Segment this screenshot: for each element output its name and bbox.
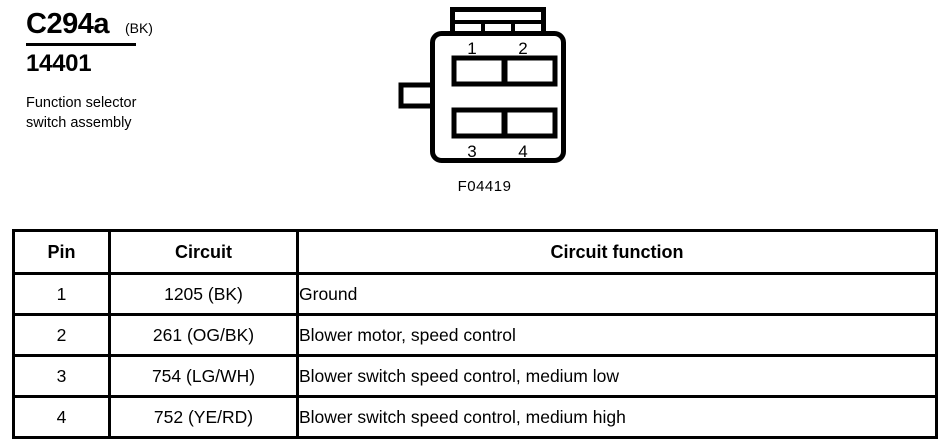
- table-header: Pin Circuit Circuit function: [12, 229, 938, 275]
- pin-label-3: 3: [467, 142, 476, 161]
- pin-cavity-3: [451, 107, 507, 139]
- connector-diagram: 1 2 3 4 F04419: [392, 2, 577, 202]
- column-header-circuit: Circuit: [108, 229, 299, 275]
- cell-circuit-function: Blower switch speed control, medium low: [296, 354, 938, 398]
- pin-cavity-2: [502, 55, 558, 87]
- column-header-circuit-function: Circuit function: [296, 229, 938, 275]
- pin-assignment-table: Pin Circuit Circuit function 1 1205 (BK)…: [12, 229, 938, 439]
- column-header-pin: Pin: [12, 229, 111, 275]
- cell-pin: 3: [12, 354, 111, 398]
- connector-code-label: F04419: [457, 178, 512, 195]
- connector-header: C294a (BK) 14401 Function selector switc…: [26, 8, 356, 133]
- connector-left-tab: [398, 82, 437, 109]
- pin-label-4: 4: [518, 142, 527, 161]
- cell-circuit-function: Blower motor, speed control: [296, 313, 938, 357]
- cell-circuit: 754 (LG/WH): [108, 354, 299, 398]
- cell-pin: 1: [12, 272, 111, 316]
- header-underline: [26, 43, 136, 46]
- pin-cavity-4: [502, 107, 558, 139]
- table-row: 3 754 (LG/WH) Blower switch speed contro…: [12, 354, 938, 398]
- cell-circuit: 1205 (BK): [108, 272, 299, 316]
- part-number: 14401: [26, 50, 92, 77]
- connector-face-view: 1 2 3 4: [398, 7, 566, 163]
- cell-pin: 2: [12, 313, 111, 357]
- component-description-line2: switch assembly: [26, 115, 132, 131]
- table-row: 2 261 (OG/BK) Blower motor, speed contro…: [12, 313, 938, 357]
- pin-cavity-1: [451, 55, 507, 87]
- cell-circuit: 752 (YE/RD): [108, 395, 299, 439]
- connector-id: C294a: [26, 8, 109, 40]
- table-header-row: Pin Circuit Circuit function: [12, 229, 938, 275]
- table-row: 1 1205 (BK) Ground: [12, 272, 938, 316]
- connector-color-code: (BK): [124, 20, 153, 36]
- component-description-line1: Function selector: [26, 95, 137, 111]
- table-row: 4 752 (YE/RD) Blower switch speed contro…: [12, 395, 938, 439]
- pin-label-1: 1: [467, 39, 476, 58]
- table-body: 1 1205 (BK) Ground 2 261 (OG/BK) Blower …: [12, 272, 938, 439]
- cell-circuit: 261 (OG/BK): [108, 313, 299, 357]
- cell-circuit-function: Ground: [296, 272, 938, 316]
- cell-pin: 4: [12, 395, 111, 439]
- cell-circuit-function: Blower switch speed control, medium high: [296, 395, 938, 439]
- component-description: Function selector switch assembly: [26, 93, 356, 133]
- connector-id-row: C294a (BK): [26, 8, 356, 42]
- pin-label-2: 2: [518, 39, 527, 58]
- connector-body: [430, 31, 566, 163]
